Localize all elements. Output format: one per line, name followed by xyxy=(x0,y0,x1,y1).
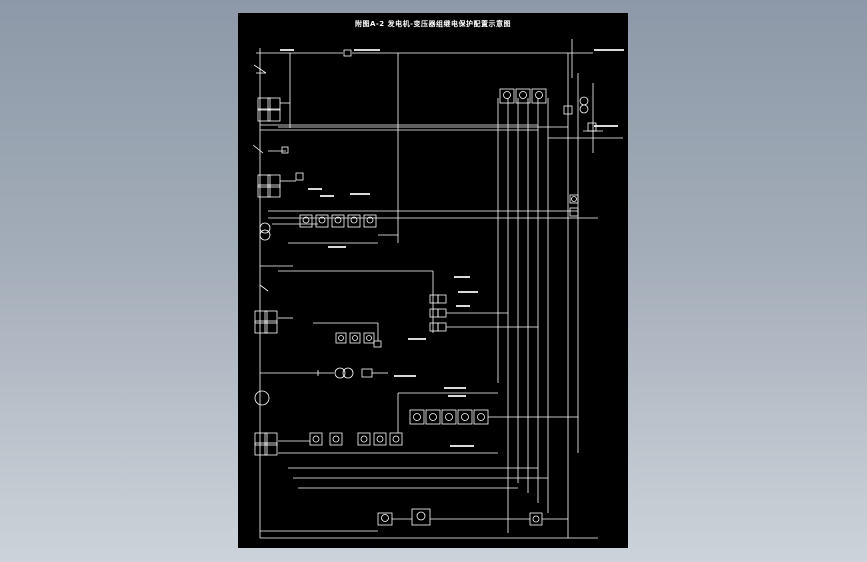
transformer-icon-1 xyxy=(259,222,271,234)
relay-cluster-c xyxy=(409,409,489,425)
relay-cluster-d xyxy=(309,432,403,446)
relay-cluster-a xyxy=(299,214,377,228)
ct-group-top xyxy=(257,97,281,122)
schematic-canvas xyxy=(252,39,624,539)
generator-icon xyxy=(254,390,270,406)
drawing-title: 附图A-2 发电机-变压器组继电保护配置示意图 xyxy=(354,20,512,28)
relay-cluster-b xyxy=(335,332,382,348)
relay-cluster-top-right xyxy=(499,88,597,132)
label-texture xyxy=(280,49,624,447)
drawing-sheet: 附图A-2 发电机-变压器组继电保护配置示意图 xyxy=(238,13,628,548)
